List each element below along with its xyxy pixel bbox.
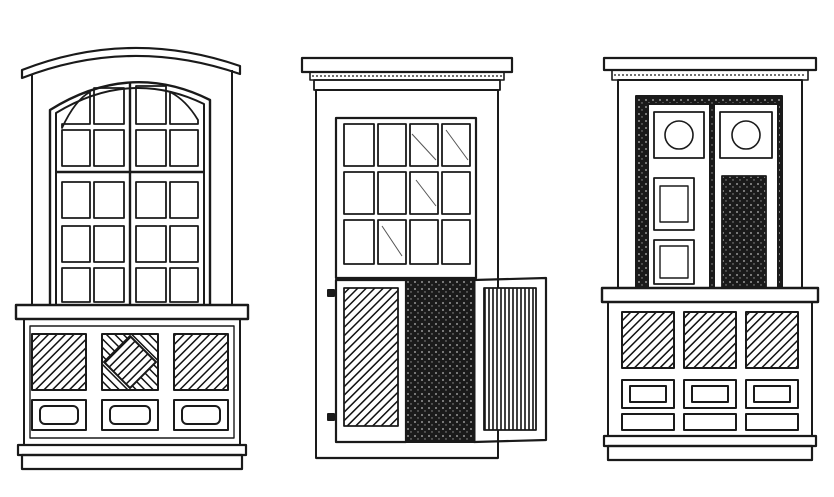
mid-molding	[14, 303, 250, 321]
cabinet-interior	[405, 279, 475, 443]
paneled-cabinet	[600, 56, 820, 462]
split-door-cabinet	[300, 56, 548, 460]
base-molding	[16, 443, 248, 457]
cornice	[300, 56, 514, 74]
glazed-door	[334, 116, 478, 280]
arched-cornice	[20, 46, 242, 80]
arched-glazing	[61, 85, 199, 303]
cornice	[602, 56, 818, 72]
arched-cabinet	[14, 46, 250, 471]
glazing-panes	[343, 123, 471, 265]
base-molding	[602, 434, 818, 448]
lower-panels	[31, 333, 229, 431]
left-paneled-door	[647, 103, 711, 289]
dark-opening	[721, 175, 767, 289]
lower-panels	[621, 311, 799, 431]
mid-molding	[600, 286, 820, 304]
left-lower-door	[334, 278, 408, 444]
